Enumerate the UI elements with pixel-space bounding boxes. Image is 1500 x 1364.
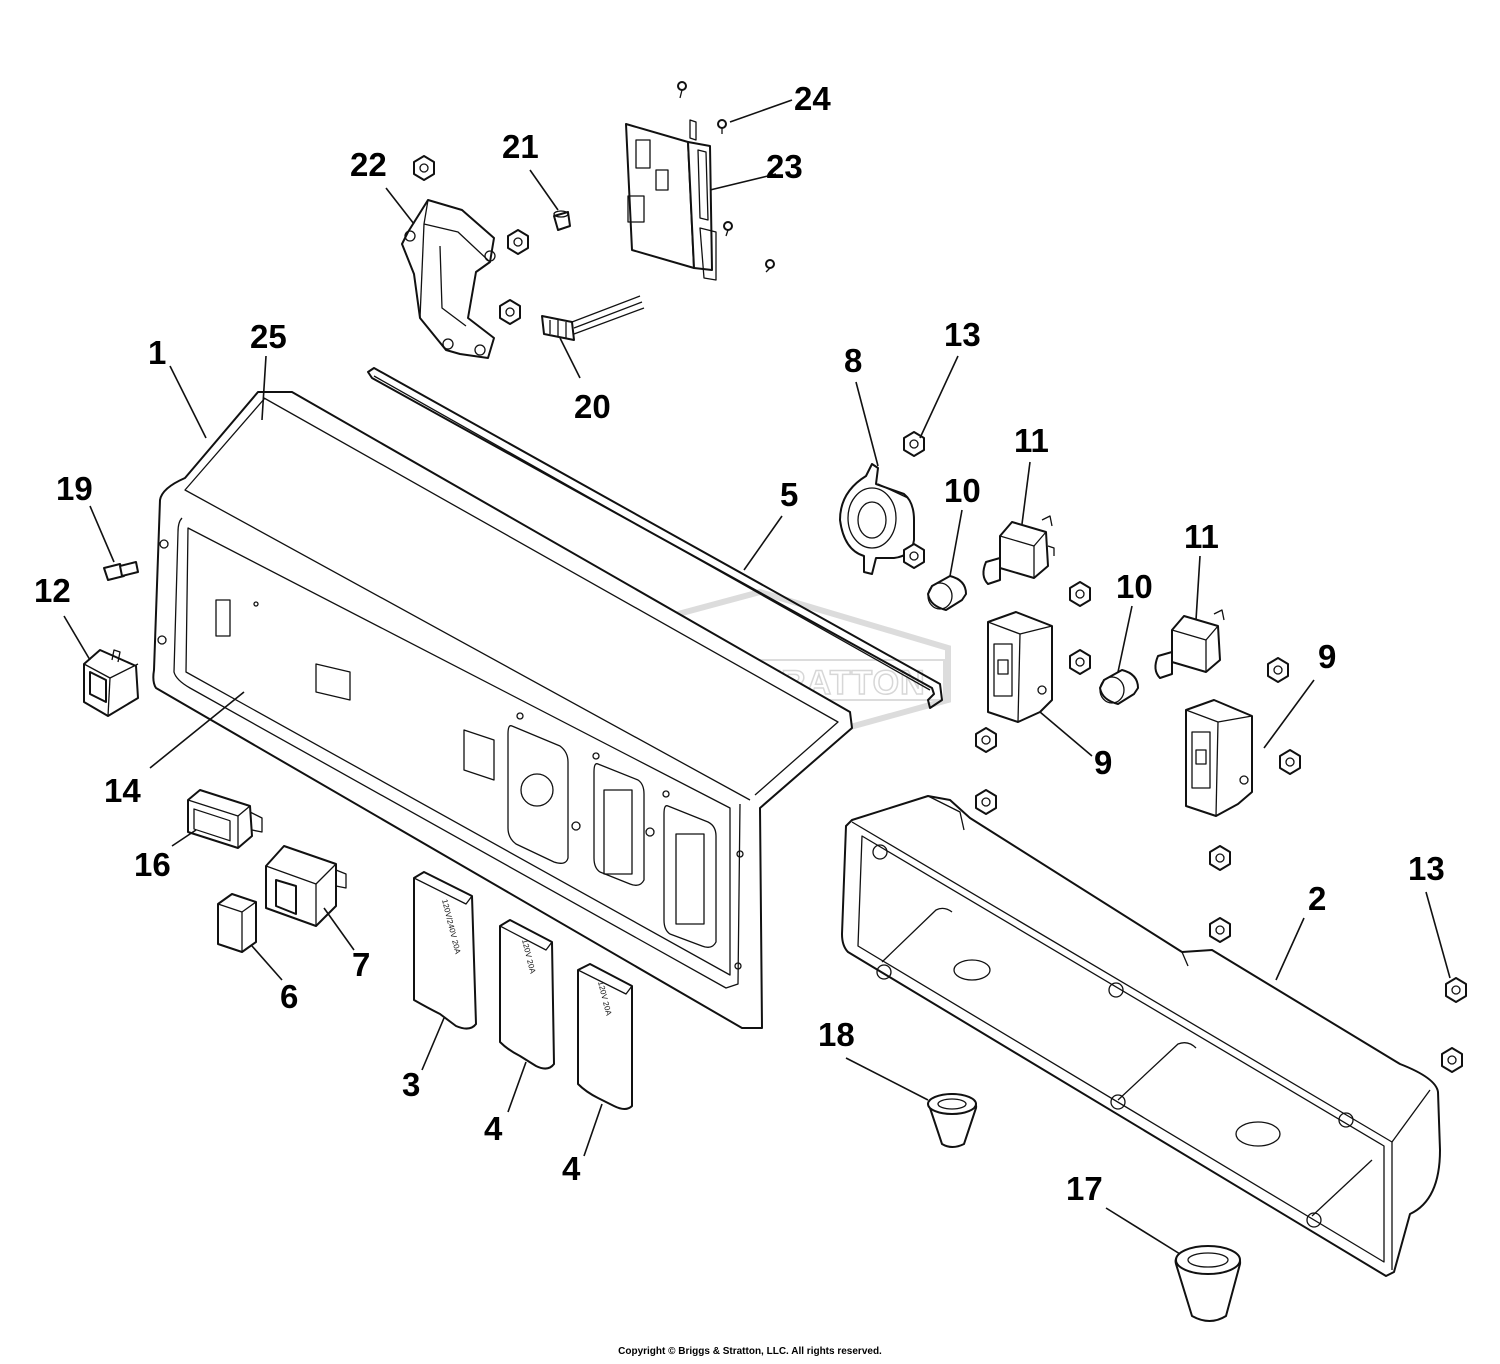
copyright-notice: Copyright © Briggs & Stratton, LLC. All …	[618, 1346, 882, 1357]
grommet-part-18	[927, 1093, 978, 1148]
callout-19: 19	[56, 470, 93, 507]
callout-10b: 10	[1116, 568, 1153, 605]
callout-11a: 11	[1014, 422, 1049, 459]
indicator-part-10a	[927, 575, 967, 611]
leader-lines	[63, 99, 1451, 1255]
callout-4b: 4	[562, 1150, 581, 1187]
hour-meter-part-16	[187, 789, 263, 849]
screw-24d	[765, 259, 775, 273]
callout-24: 24	[794, 80, 831, 117]
screw-24b	[717, 119, 727, 134]
nut-13k	[1445, 977, 1467, 1003]
callout-20: 20	[574, 388, 611, 425]
breaker-part-11b	[1154, 609, 1225, 679]
callout-13b: 13	[1408, 850, 1445, 887]
screw-24c	[723, 221, 733, 237]
bracket-part-22	[401, 199, 496, 359]
pin-part-21	[553, 210, 571, 231]
callout-13a: 13	[944, 316, 981, 353]
nut-13b	[903, 543, 925, 569]
callout-23: 23	[766, 148, 803, 185]
nut-13c	[1069, 581, 1091, 607]
nut-13f	[975, 789, 997, 815]
control-panel-part-1	[152, 391, 853, 1029]
circuit-board-part-23	[625, 119, 717, 281]
callout-25: 25	[250, 318, 287, 355]
nut-22b	[507, 229, 529, 255]
nut-13g	[1267, 657, 1289, 683]
callout-3: 3	[402, 1066, 421, 1103]
screw-24a	[677, 81, 687, 99]
screw-part-19	[103, 561, 139, 581]
callout-9b: 9	[1318, 638, 1337, 675]
gasket-part-5	[367, 367, 943, 709]
rocker-switch-part-12	[83, 649, 139, 717]
indicator-part-10b	[1099, 669, 1139, 705]
callout-9a: 9	[1094, 744, 1113, 781]
outlet-cover-part-3: 120V/240V 20A	[413, 871, 477, 1030]
callout-18: 18	[818, 1016, 855, 1053]
nut-22a	[413, 155, 435, 181]
callout-16: 16	[134, 846, 171, 883]
callout-7: 7	[352, 946, 371, 983]
callout-14: 14	[104, 772, 141, 809]
gfci-part-9b	[1185, 699, 1253, 817]
callout-10a: 10	[944, 472, 981, 509]
outlet-cover-part-4a: 120V 20A	[499, 919, 555, 1070]
grommet-part-17	[1174, 1245, 1242, 1322]
nut-22c	[499, 299, 521, 325]
callout-6: 6	[280, 978, 299, 1015]
callout-12: 12	[34, 572, 71, 609]
callout-5: 5	[780, 476, 799, 513]
nut-13d	[1069, 649, 1091, 675]
callout-22: 22	[350, 146, 387, 183]
receptacle-part-8	[839, 463, 915, 575]
housing-part-2	[841, 795, 1441, 1277]
switch-part-7	[265, 845, 347, 927]
callout-1: 1	[148, 334, 167, 371]
nut-13a	[903, 431, 925, 457]
breaker-part-11a	[982, 515, 1055, 585]
callout-17: 17	[1066, 1170, 1103, 1207]
callout-4a: 4	[484, 1110, 503, 1147]
nut-13i	[1209, 845, 1231, 871]
callout-2: 2	[1308, 880, 1327, 917]
callout-8: 8	[844, 342, 863, 379]
nut-13j	[1209, 917, 1231, 943]
nut-13h	[1279, 749, 1301, 775]
connector-part-20	[541, 295, 645, 341]
gfci-part-9a	[987, 611, 1053, 723]
button-part-6	[217, 893, 257, 953]
callout-11b: 11	[1184, 518, 1219, 555]
nut-13l	[1441, 1047, 1463, 1073]
outlet-cover-part-4b: 120V 20A	[577, 963, 633, 1110]
nut-13e	[975, 727, 997, 753]
callout-21: 21	[502, 128, 539, 165]
